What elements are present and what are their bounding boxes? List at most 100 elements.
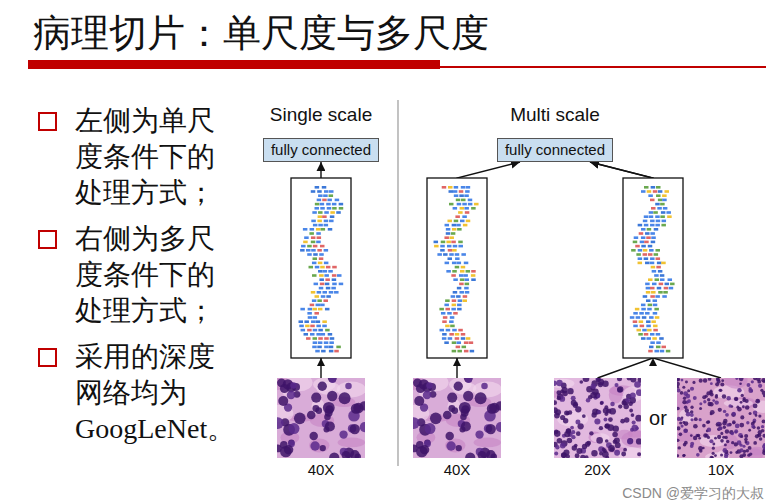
layer-block <box>653 325 658 328</box>
layer-block <box>464 207 469 210</box>
layer-block <box>647 228 652 231</box>
layer-block <box>644 241 649 244</box>
cell-nucleus <box>732 420 736 424</box>
layer-block <box>308 316 313 319</box>
layer-block <box>661 224 666 227</box>
layer-block <box>662 199 667 202</box>
layer-block <box>459 274 464 277</box>
cell-nucleus <box>683 454 686 457</box>
cell-nucleus <box>723 419 728 424</box>
layer-block <box>449 203 454 206</box>
layer-block <box>656 333 661 336</box>
layer-block <box>641 190 646 193</box>
layer-block <box>316 241 321 244</box>
layer-block <box>441 241 446 244</box>
cell-nucleus <box>556 380 562 386</box>
cell-nucleus <box>710 382 713 385</box>
layer-block <box>444 304 449 307</box>
layer-block <box>303 241 308 244</box>
cell-nucleus <box>730 451 733 454</box>
cell-nucleus <box>737 388 742 393</box>
cell-nucleus <box>690 434 693 437</box>
layer-block <box>470 350 475 353</box>
tissue-stroma <box>554 379 574 389</box>
layer-block <box>466 186 471 189</box>
layer-block <box>654 308 659 311</box>
layer-block <box>314 283 319 286</box>
cell-nucleus <box>554 407 558 413</box>
layer-block <box>465 291 470 294</box>
layer-label: fully connected <box>505 141 605 158</box>
cell-nucleus <box>625 398 630 403</box>
layer-block <box>330 337 335 340</box>
cell-nucleus <box>635 415 641 422</box>
layer-block <box>313 329 318 332</box>
cell-nucleus <box>710 456 714 458</box>
layer-block <box>452 228 457 231</box>
layer-block <box>453 190 458 193</box>
layer-block <box>466 337 471 340</box>
layer-block <box>640 241 645 244</box>
cell-nucleus <box>690 406 693 409</box>
layer-block <box>448 249 453 252</box>
cell-nucleus <box>460 414 467 421</box>
cell-nucleus <box>679 432 683 436</box>
cell-nucleus <box>694 417 698 421</box>
cell-nucleus <box>596 378 600 382</box>
cell-nucleus <box>600 401 604 405</box>
cell-nucleus <box>570 426 574 430</box>
layer-block <box>311 241 316 244</box>
layer-block <box>307 253 312 256</box>
layer-block <box>459 190 464 193</box>
layer-block <box>669 287 674 290</box>
cell-nucleus <box>729 430 733 434</box>
cell-nucleus <box>697 434 701 438</box>
cell-nucleus <box>731 412 736 417</box>
cell-nucleus <box>705 395 708 398</box>
layer-block <box>649 211 654 214</box>
cell-nucleus <box>745 441 749 445</box>
layer-block <box>329 194 334 197</box>
network-box <box>623 178 683 358</box>
layer-block <box>328 228 333 231</box>
layer-block <box>459 291 464 294</box>
layer-block <box>641 337 646 340</box>
layer-block <box>317 236 322 239</box>
cell-nucleus <box>323 402 335 414</box>
cell-nucleus <box>723 410 726 413</box>
cell-nucleus <box>685 381 688 384</box>
layer-block <box>320 283 325 286</box>
cell-nucleus <box>677 379 679 382</box>
bullet-text: 采用的深度网络均为GoogLeNet。 <box>75 339 237 447</box>
cell-nucleus <box>761 378 765 383</box>
layer-block <box>646 337 651 340</box>
layer-block <box>455 253 460 256</box>
layer-block <box>651 236 656 239</box>
layer-block <box>306 249 311 252</box>
tissue-stroma <box>679 409 694 423</box>
cell-nucleus <box>631 413 635 417</box>
layer-block <box>309 232 314 235</box>
cell-nucleus <box>744 434 748 438</box>
cell-nucleus <box>703 400 706 403</box>
cell-nucleus <box>720 453 723 456</box>
layer-block <box>313 253 318 256</box>
cell-nucleus <box>680 425 683 428</box>
cell-nucleus <box>734 397 738 401</box>
cell-nucleus <box>752 421 755 424</box>
layer-block <box>645 312 650 315</box>
layer-block <box>662 220 667 223</box>
watermark: CSDN @爱学习的大叔 <box>622 484 764 502</box>
tissue-stroma <box>316 382 340 395</box>
arrow-head <box>317 358 325 366</box>
layer-block <box>447 257 452 260</box>
cell-nucleus <box>329 378 336 383</box>
layer-block <box>324 224 329 227</box>
layer-block <box>661 211 666 214</box>
layer-block <box>654 350 659 353</box>
cell-nucleus <box>318 382 327 391</box>
cell-nucleus <box>740 401 743 404</box>
layer-block <box>313 224 318 227</box>
cell-nucleus <box>636 389 641 396</box>
cell-nucleus <box>739 382 742 385</box>
